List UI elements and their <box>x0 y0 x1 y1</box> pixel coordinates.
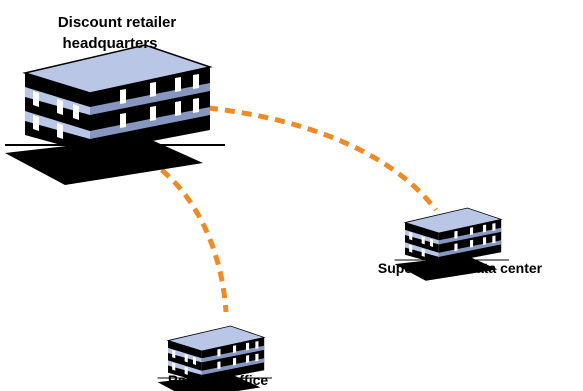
hq-building-icon <box>4 44 226 186</box>
hq-label-line1: Discount retailer <box>58 14 177 31</box>
datacenter-label: Supermarket data center <box>378 260 543 276</box>
regional-label: Regional office <box>168 372 269 388</box>
link-hq-to-datacenter <box>207 105 438 212</box>
link-hq-to-regional <box>146 157 229 313</box>
hq-label-line2: headquarters <box>62 35 157 52</box>
